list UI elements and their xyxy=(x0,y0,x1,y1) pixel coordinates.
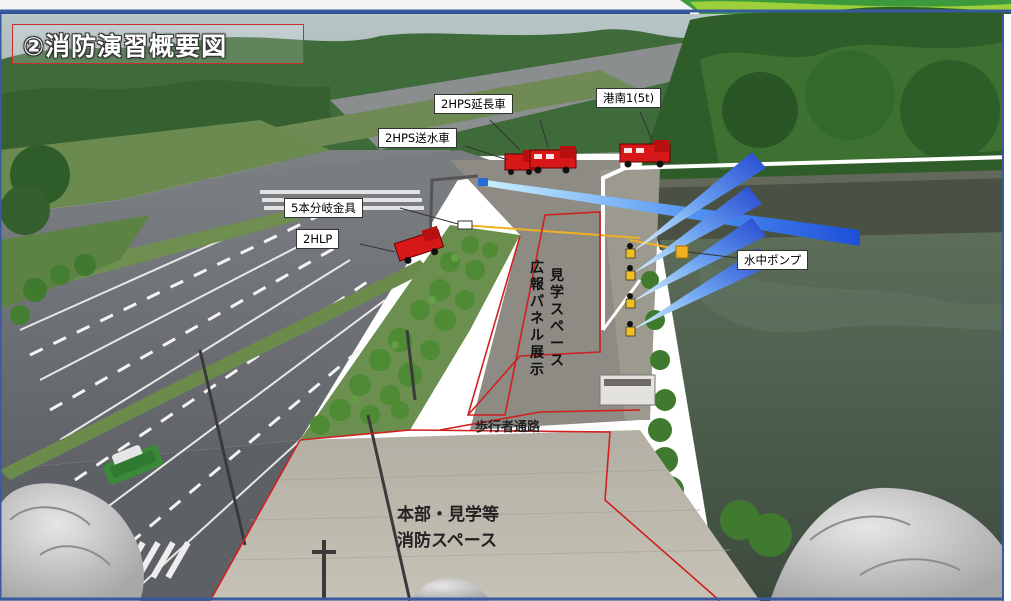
zone-tour-space-text-2: 広報パネル展示 xyxy=(530,260,544,378)
zone-outlines xyxy=(209,211,721,601)
zone-pedestrian-path: 歩行者通路 xyxy=(475,420,541,435)
label-water-pump: 水中ポンプ xyxy=(737,250,809,270)
label-2hlp: 2HLP xyxy=(296,229,340,249)
firefighter-icons xyxy=(625,243,636,337)
diagram-title: ②消防演習概要図 xyxy=(23,32,228,61)
zone-hq-line1: 本部・見学等 xyxy=(397,505,499,525)
label-2hps-water: 2HPS送水車 xyxy=(378,128,457,148)
zone-tour-space-text-1: 見学スペース xyxy=(550,268,564,369)
fire-truck-icons xyxy=(393,140,671,264)
diagram-title-box: ②消防演習概要図 xyxy=(12,24,304,64)
label-2hps-extension: 2HPS延長車 xyxy=(434,94,513,114)
zone-hq-line2: 消防スペース xyxy=(397,531,497,551)
label-minatominami: 港南1(5t) xyxy=(596,88,662,108)
label-branch-fitting: 5本分岐金具 xyxy=(284,198,363,218)
